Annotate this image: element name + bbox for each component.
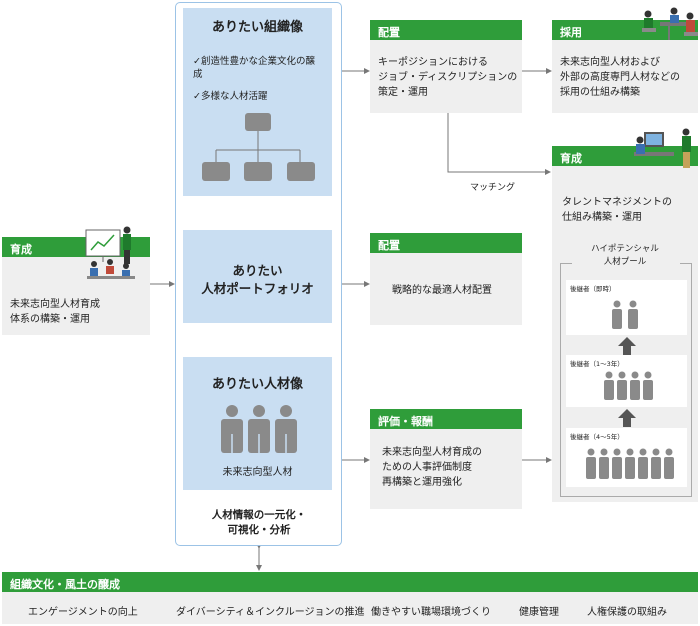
successor-4-5-card: 後継者（4～5年） xyxy=(566,428,687,487)
pool-frame xyxy=(560,263,692,497)
pool-frame-top-right xyxy=(680,263,692,264)
placement-job-line1: キーポジションにおける xyxy=(378,57,488,68)
culture-item-engagement: エンゲージメントの向上 xyxy=(28,607,138,618)
successor-4-5-people-icon xyxy=(586,448,674,479)
matching-label: マッチング xyxy=(470,183,516,193)
interview-scene-icon xyxy=(642,7,698,40)
org-chart-icon xyxy=(202,113,315,181)
org-title: ありたい組織像 xyxy=(211,20,303,35)
portfolio-title-line1: ありたい xyxy=(232,263,283,278)
evaluation-line1: 未来志向型人材育成の xyxy=(382,447,482,458)
strategic-placement-body: 戦略的な最適人材配置 xyxy=(392,285,492,296)
talent-management-line1: タレントマネジメントの xyxy=(562,197,672,208)
coaching-scene-icon xyxy=(634,128,691,168)
successor-1-3-label: 後継者（1～3年） xyxy=(570,360,624,368)
talent-management-line2: 仕組み構築・運用 xyxy=(562,212,642,223)
org-box: ありたい組織像 ✓創造性豊かな企業文化の醸成 ✓多様な人材活躍 xyxy=(183,8,332,196)
evaluation-box: 評価・報酬 未来志向型人材育成の ための人事評価制度 再構築と運用強化 xyxy=(370,409,522,509)
successor-1-3-people-icon xyxy=(604,371,653,400)
culture-item-health: 健康管理 xyxy=(519,607,559,618)
successor-immediate-label: 後継者（即時） xyxy=(570,285,616,293)
hiring-box: 採用 未来志向型人材および 外部の高度専門人材などの 採用の仕組み構築 xyxy=(552,20,698,113)
data-analytics-line2: 可視化・分析 xyxy=(227,524,291,536)
hiring-line3: 採用の仕組み構築 xyxy=(560,87,640,98)
placement-job-header: 配置 xyxy=(370,20,522,40)
pool-title-line1: ハイポテンシャル xyxy=(591,244,659,254)
up-arrow-2 xyxy=(618,409,636,427)
portfolio-box: ありたい 人材ポートフォリオ xyxy=(183,230,332,323)
talent-box: ありたい人材像 未来志向型人材 xyxy=(183,357,332,490)
left-body-line1: 未来志向型人材育成 xyxy=(10,299,100,310)
culture-box: 組織文化・風土の醸成 エンゲージメントの向上 ダイバーシティ＆インクルージョンの… xyxy=(2,572,698,624)
training-scene-icon xyxy=(85,226,135,279)
evaluation-header: 評価・報酬 xyxy=(370,409,522,429)
talent-caption: 未来志向型人材 xyxy=(222,467,293,478)
portfolio-title-line2: 人材ポートフォリオ xyxy=(201,281,314,296)
placement-job-line3: 策定・運用 xyxy=(378,87,428,98)
org-item-1: ✓創造性豊かな企業文化の醸成 xyxy=(193,56,315,80)
culture-header: 組織文化・風土の醸成 xyxy=(2,572,698,592)
culture-item-workplace: 働きやすい職場環境づくり xyxy=(371,607,491,618)
talent-title: ありたい人材像 xyxy=(211,377,303,392)
successor-immediate-people-icon xyxy=(612,300,638,329)
pool-title-line2: 人材プール xyxy=(603,257,647,267)
people-group-icon xyxy=(221,405,297,453)
org-item-2: ✓多様な人材活躍 xyxy=(193,91,268,102)
successor-1-3-card: 後継者（1～3年） xyxy=(566,355,687,407)
up-arrow-1 xyxy=(618,337,636,355)
evaluation-line3: 再構築と運用強化 xyxy=(382,477,462,488)
left-body-line2: 体系の構築・運用 xyxy=(10,314,90,325)
successor-immediate-card: 後継者（即時） xyxy=(566,280,687,335)
placement-job-line2: ジョブ・ディスクリプションの xyxy=(378,72,518,83)
hiring-line1: 未来志向型人材および xyxy=(560,57,660,68)
strategic-placement-box: 配置 戦略的な最適人材配置 xyxy=(370,233,522,325)
strategic-placement-header: 配置 xyxy=(370,233,522,253)
evaluation-line2: ための人事評価制度 xyxy=(382,462,472,473)
successor-4-5-label: 後継者（4～5年） xyxy=(570,433,624,441)
culture-item-human-rights: 人権保護の取組み xyxy=(587,607,667,618)
pool-frame-top-left xyxy=(560,263,572,264)
culture-item-diversity: ダイバーシティ＆インクルージョンの推進 xyxy=(176,607,365,618)
talent-management-header: 育成 xyxy=(552,146,698,166)
data-analytics-line1: 人材情報の一元化・ xyxy=(211,509,307,521)
hiring-line2: 外部の高度専門人材などの xyxy=(560,72,680,83)
placement-job-box: 配置 キーポジションにおける ジョブ・ディスクリプションの 策定・運用 xyxy=(370,20,522,113)
